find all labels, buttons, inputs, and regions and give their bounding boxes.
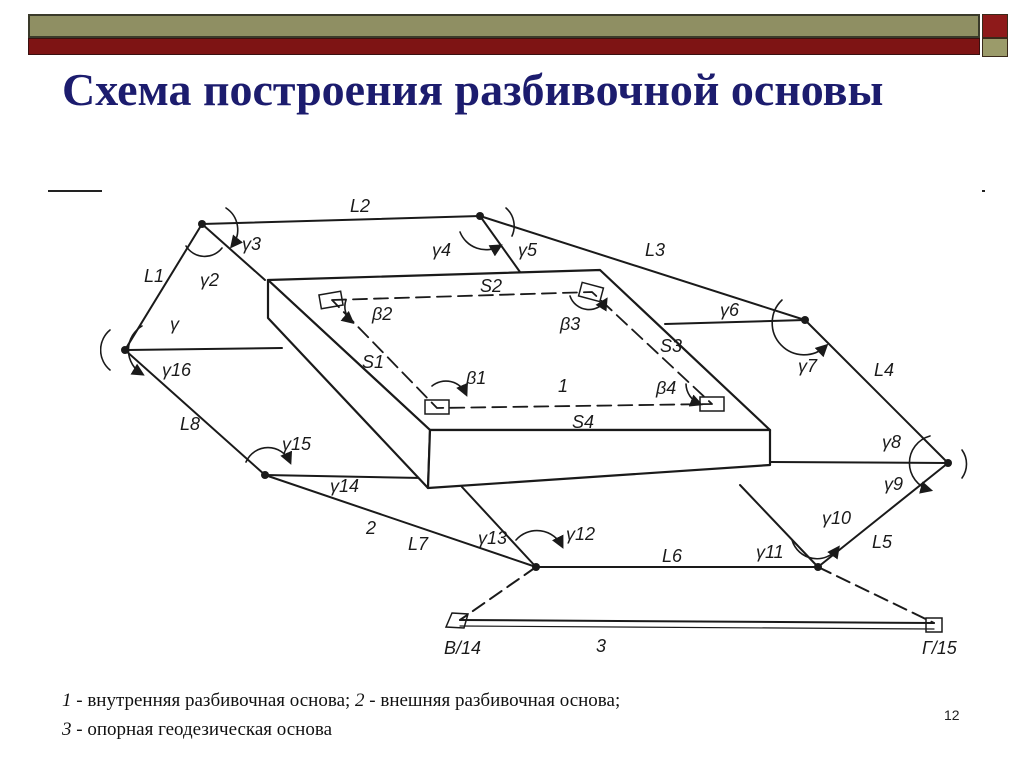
label-L7: L7 — [408, 534, 429, 554]
label-gamma4: γ4 — [432, 240, 451, 260]
label-L2: L2 — [350, 198, 370, 216]
slide-title: Схема построения разбивочной основы — [62, 64, 884, 115]
caption-text-2: - внешняя разбивочная основа; — [364, 690, 621, 711]
red-stripe — [28, 38, 980, 55]
connection-lines — [124, 215, 949, 568]
label-beta4: β4 — [655, 378, 676, 398]
label-L6: L6 — [662, 546, 683, 566]
label-L1: L1 — [144, 266, 164, 286]
label-point-v14: В/14 — [444, 638, 481, 658]
label-gamma: γ — [170, 314, 180, 334]
label-gamma16: γ16 — [162, 360, 192, 380]
label-gamma7: γ7 — [798, 356, 818, 376]
title-decoration-bar — [28, 14, 980, 57]
figure-caption: 1 - внутренняя разбивочная основа; 2 - в… — [62, 686, 922, 744]
inner-base-dashed — [331, 291, 713, 409]
label-gamma6: γ6 — [720, 300, 740, 320]
divider-dot — [982, 190, 985, 192]
caption-line-2: 3 - опорная геодезическая основа — [62, 715, 922, 744]
label-gamma2: γ2 — [200, 270, 219, 290]
label-S2: S2 — [480, 276, 502, 296]
traverse-points — [121, 212, 952, 571]
label-beta1: β1 — [465, 368, 486, 388]
label-gamma12: γ12 — [566, 524, 595, 544]
label-L8: L8 — [180, 414, 200, 434]
label-gamma8: γ8 — [882, 432, 901, 452]
label-L3: L3 — [645, 240, 665, 260]
label-beta3: β3 — [559, 314, 580, 334]
label-gamma10: γ10 — [822, 508, 851, 528]
reference-base — [459, 566, 935, 630]
caption-text-1: - внутренняя разбивочная основа; — [71, 690, 356, 711]
label-gamma5: γ5 — [518, 240, 538, 260]
foundation-slab — [266, 268, 772, 490]
label-S1: S1 — [362, 352, 384, 372]
caption-num-1: 1 — [62, 690, 72, 711]
label-beta2: β2 — [371, 304, 392, 324]
label-gamma3: γ3 — [242, 234, 261, 254]
label-item-2: 2 — [365, 518, 376, 538]
corner-square-red — [982, 14, 1008, 38]
label-S3: S3 — [660, 336, 682, 356]
label-gamma11: γ11 — [756, 542, 784, 562]
label-gamma15: γ15 — [282, 434, 312, 454]
label-point-g15: Г/15 — [922, 638, 958, 658]
label-gamma13: γ13 — [478, 528, 507, 548]
label-gamma9: γ9 — [884, 474, 903, 494]
label-L4: L4 — [874, 360, 894, 380]
label-item-3: 3 — [596, 636, 606, 656]
angle-arcs — [100, 207, 968, 560]
caption-num-2: 2 — [355, 690, 365, 711]
olive-stripe — [28, 14, 980, 38]
caption-num-3: 3 — [62, 719, 72, 740]
stakeout-scheme-diagram: L1 L2 L3 L4 L5 L6 L7 L8 S1 S2 S3 S4 β1 β… — [100, 198, 968, 658]
caption-text-3: - опорная геодезическая основа — [71, 719, 333, 740]
label-S4: S4 — [572, 412, 594, 432]
label-item-1: 1 — [558, 376, 568, 396]
corner-square-olive — [982, 38, 1008, 57]
divider-line — [48, 190, 102, 192]
caption-line-1: 1 - внутренняя разбивочная основа; 2 - в… — [62, 686, 922, 715]
label-L5: L5 — [872, 532, 893, 552]
label-gamma14: γ14 — [330, 476, 359, 496]
page-number: 12 — [944, 707, 960, 723]
inner-marks — [318, 281, 943, 633]
